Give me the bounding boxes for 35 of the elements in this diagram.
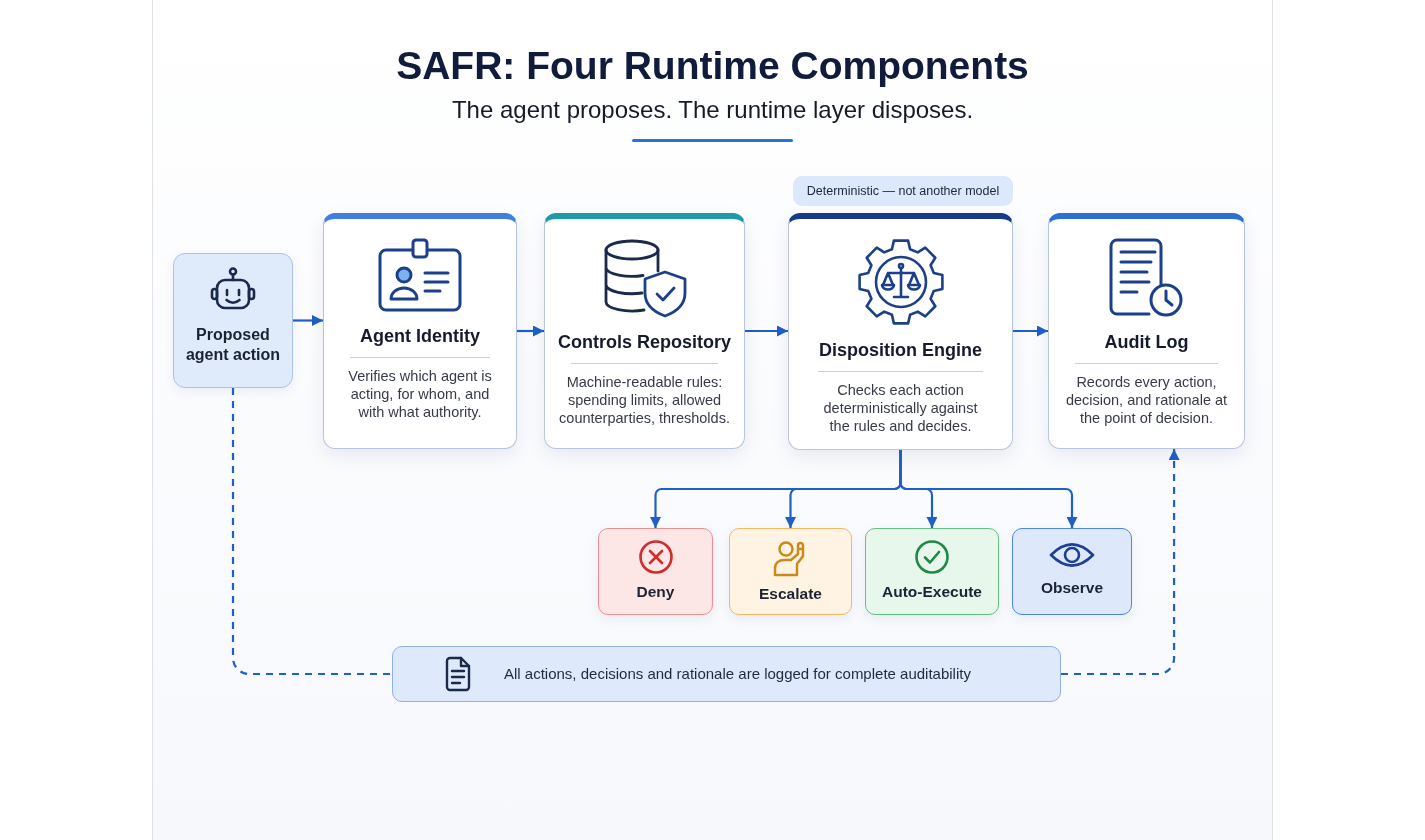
note-text: Deterministic — not another model: [806, 183, 1000, 199]
component-card: [544, 213, 745, 449]
component-description: Checks each action deterministically against the rules and decides.: [822, 381, 979, 435]
component-heading: Disposition Engine: [819, 339, 982, 362]
dashed-connector: [231, 388, 392, 676]
dashed-connector: [1061, 449, 1180, 676]
arrow: [293, 315, 323, 326]
arrow: [899, 450, 1078, 528]
note-pill: [793, 176, 1013, 206]
subtitle: The agent proposes. The runtime layer disposes.: [451, 95, 974, 125]
component-heading: Controls Repository: [558, 331, 731, 354]
component-description: Verifies which agent is acting, for whom, and with what authority.: [347, 367, 493, 421]
node-label: Proposed agent action: [184, 325, 282, 365]
component-card: [788, 213, 1013, 450]
component-description: Machine-readable rules: spending limits, allowed counterparties, thresholds.: [558, 373, 731, 427]
log-banner: [392, 646, 1061, 702]
component-card: [1048, 213, 1245, 449]
arrow: [745, 325, 788, 337]
component-heading: Agent Identity: [360, 325, 480, 348]
input-box: [173, 253, 293, 388]
arrow: [1013, 325, 1048, 337]
outcome-box: [865, 528, 999, 615]
outcome-box: [1012, 528, 1132, 615]
outcome-label: Deny: [636, 582, 675, 602]
component-card: [323, 213, 517, 449]
arrow: [517, 325, 544, 337]
component-description: Records every action, decision, and rationale at the point of decision.: [1064, 373, 1229, 427]
outcome-box: [729, 528, 852, 615]
outcome-label: Escalate: [759, 584, 822, 604]
outcome-label: Observe: [1040, 578, 1103, 598]
title: SAFR: Four Runtime Components: [396, 43, 1029, 89]
outcome-box: [598, 528, 713, 615]
banner-text: All actions, decisions and rationale are logged for complete auditability: [504, 664, 971, 684]
outcome-label: Auto-Execute: [882, 582, 982, 602]
component-heading: Audit Log: [1104, 331, 1189, 354]
